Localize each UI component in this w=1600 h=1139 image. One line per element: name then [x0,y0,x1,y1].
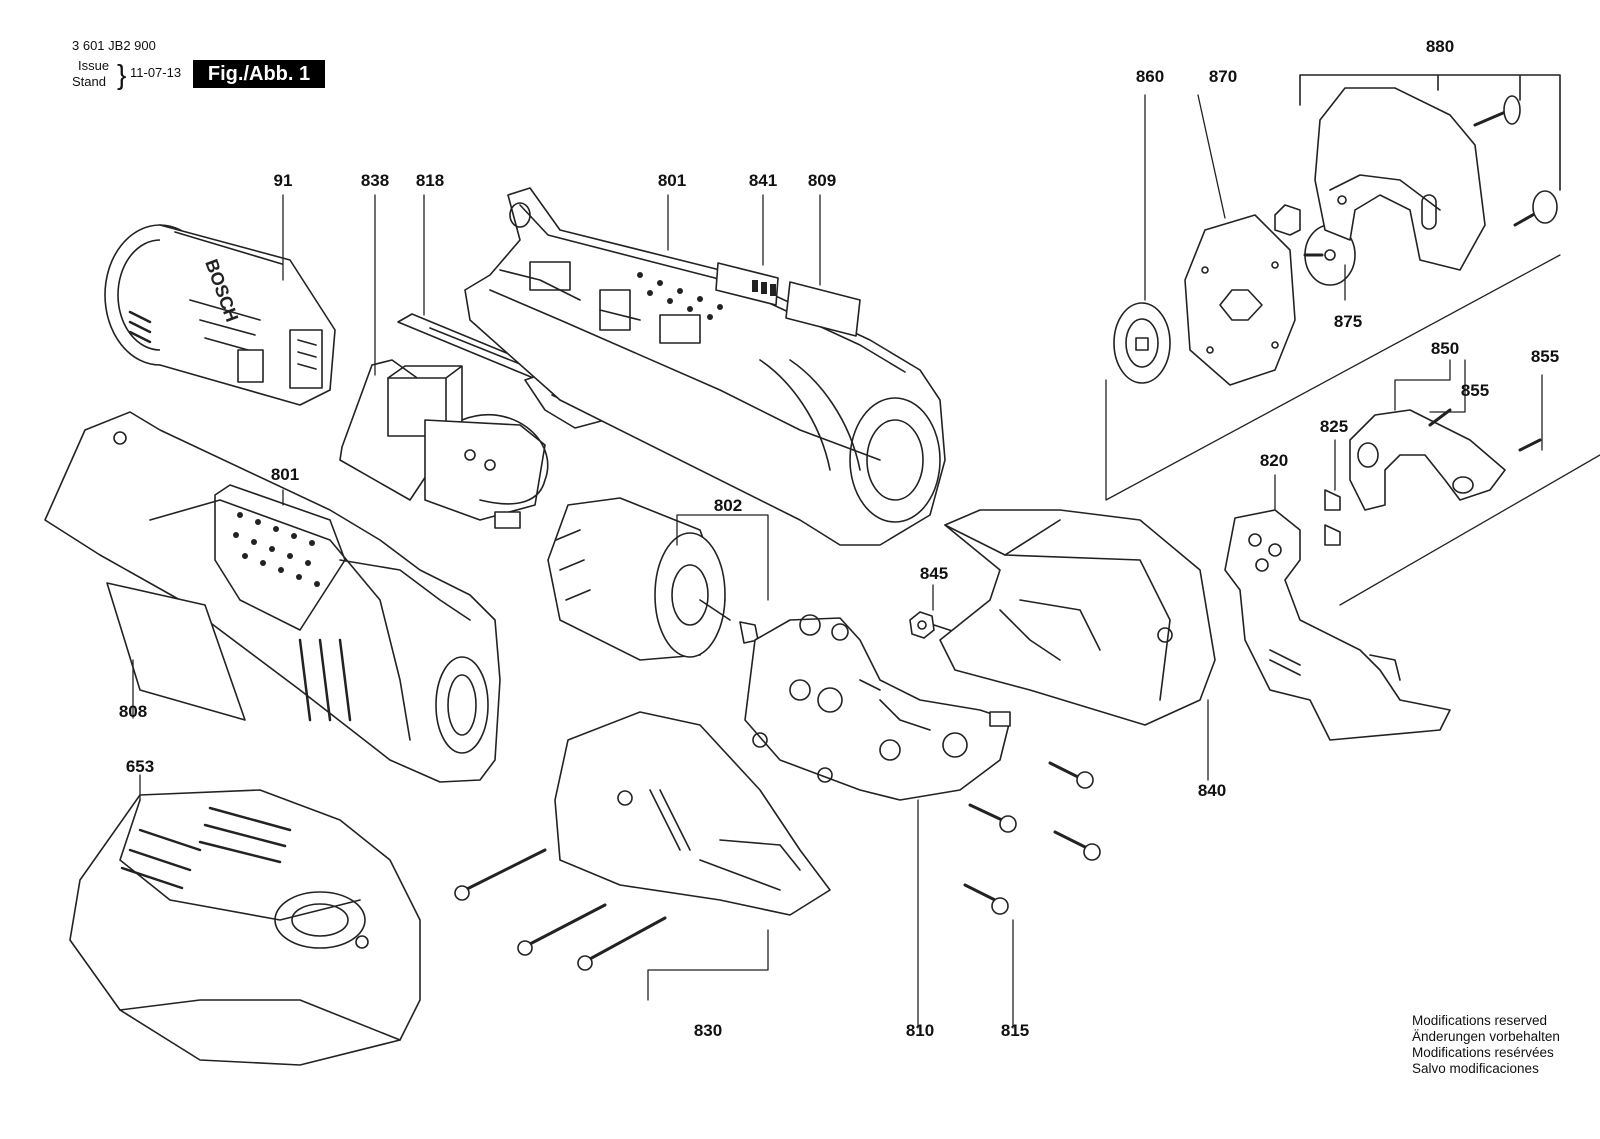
label-809: 809 [807,171,837,190]
label-802: 802 [713,496,743,515]
note-en: Modifications reserved [1412,1013,1548,1028]
label-850: 850 [1430,339,1460,358]
label-880: 880 [1425,37,1455,56]
stand-label: Stand [72,74,106,89]
label-870: 870 [1208,67,1238,86]
screws-815 [963,761,1101,915]
front-cover [939,509,1216,726]
charger [69,789,421,1066]
motor [547,497,759,661]
label-875: 875 [1333,312,1363,331]
blade-holder [1224,509,1451,741]
note-es: Salvo modificaciones [1412,1061,1539,1076]
label-801-left: 801 [270,465,300,484]
label-815: 815 [1000,1021,1030,1040]
label-808: 808 [118,702,148,721]
label-840: 840 [1197,781,1227,800]
label-653: 653 [125,757,155,776]
issue-label: Issue [78,58,110,73]
modifications-note: Modifications reserved Änderungen vorbeh… [1412,1013,1560,1077]
battery-pack: BOSCH [104,224,336,406]
label-801-top: 801 [657,171,687,190]
label-838: 838 [360,171,390,190]
label-825: 825 [1319,417,1349,436]
bracket [1349,408,1542,511]
label-810: 810 [905,1021,935,1040]
note-fr: Modifications resérvées [1412,1045,1554,1060]
housing-half-left [44,411,501,783]
nameplate [106,582,246,721]
screws-825 [1324,489,1341,546]
nose-cover [554,711,831,916]
rating-labels [715,262,861,337]
housing-half-top [464,187,946,546]
figure-label: Fig./Abb. 1 [193,60,325,88]
flange [1303,224,1356,286]
issue-date: 11-07-13 [130,65,182,80]
electronics-module [339,359,549,529]
label-841: 841 [748,171,778,190]
screws-830 [454,848,667,971]
part-number: 3 601 JB2 900 [72,38,156,53]
header-block: 3 601 JB2 900 Issue Stand } 11-07-13 Fig… [0,0,400,100]
label-91: 91 [273,171,293,190]
note-de: Änderungen vorbehalten [1412,1029,1560,1044]
octagon-plate [1184,214,1296,386]
washer [1113,302,1171,384]
label-818: 818 [415,171,445,190]
guard-assembly [1274,74,1561,271]
leader-lines [132,94,1600,1029]
label-820: 820 [1259,451,1289,470]
brace-symbol: } [117,59,127,90]
label-855-mid: 855 [1460,381,1490,400]
label-860: 860 [1135,67,1165,86]
gear-head [744,614,1011,801]
label-855-right: 855 [1530,347,1560,366]
label-830: 830 [693,1021,723,1040]
label-845: 845 [919,564,949,583]
